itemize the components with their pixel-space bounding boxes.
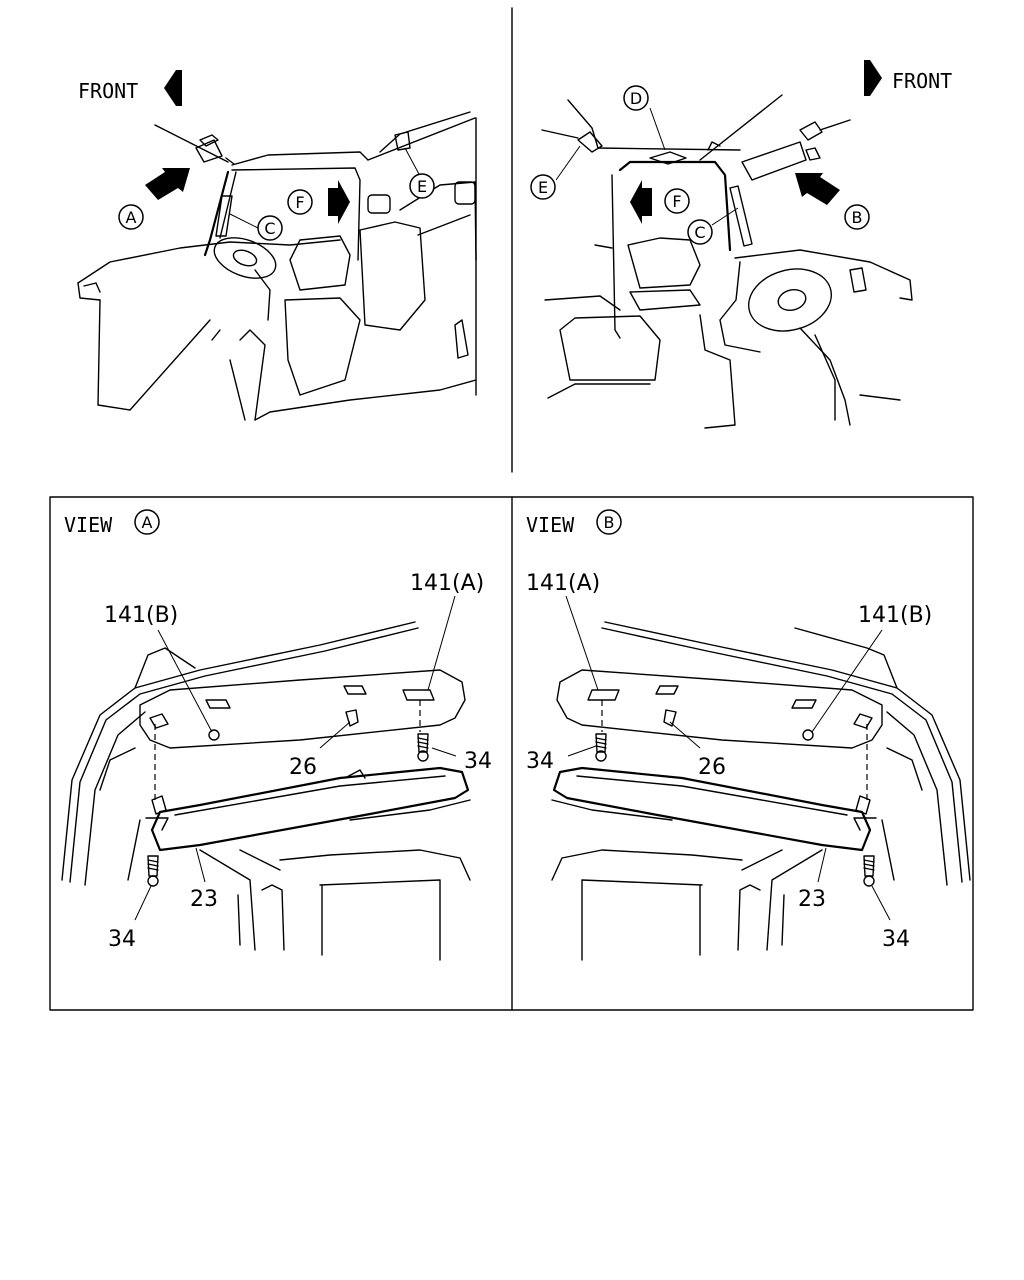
svg-text:E: E — [538, 178, 548, 197]
callout-f-right: F — [664, 188, 690, 214]
callout-a: A — [118, 204, 144, 230]
clip-icon — [791, 699, 817, 709]
screw-icon — [147, 855, 159, 887]
view-a-label-34-left: 34 — [108, 927, 136, 952]
view-b-label-141b: 141(B) — [858, 603, 932, 628]
view-a-label-23: 23 — [190, 887, 218, 912]
svg-text:VIEW: VIEW — [526, 513, 575, 537]
view-b-label-23: 23 — [798, 887, 826, 912]
screw-icon — [595, 733, 607, 762]
svg-text:C: C — [694, 223, 705, 242]
view-b-label-34-right: 34 — [882, 927, 910, 952]
clip-icon — [655, 685, 679, 695]
view-arrow-icon — [795, 173, 840, 205]
callout-d: D — [623, 85, 649, 111]
svg-text:F: F — [672, 192, 681, 211]
view-a-label-141b: 141(B) — [104, 603, 178, 628]
callout-b: B — [844, 204, 870, 230]
callout-c-right: C — [687, 219, 713, 245]
front-arrow-right-icon — [864, 60, 882, 96]
svg-text:F: F — [295, 193, 304, 212]
callout-c-left: C — [257, 215, 283, 241]
svg-text:VIEW: VIEW — [64, 513, 113, 537]
view-b-label-141a: 141(A) — [526, 571, 600, 596]
view-a-title: VIEW A — [64, 509, 160, 537]
front-label-right: FRONT — [892, 69, 952, 93]
svg-text:C: C — [264, 219, 275, 238]
front-arrow-left-icon — [164, 70, 182, 106]
top-left-cab-illustration — [77, 111, 477, 421]
view-a-label-26: 26 — [289, 755, 317, 780]
view-arrow-icon — [145, 168, 190, 200]
svg-text:D: D — [630, 89, 642, 108]
clip-icon — [402, 689, 435, 701]
svg-text:A: A — [126, 208, 137, 227]
view-b-label-26: 26 — [698, 755, 726, 780]
view-a-illustration — [61, 595, 471, 961]
view-a-label-34-right: 34 — [464, 749, 492, 774]
screw-icon — [863, 855, 875, 887]
callout-f-left: F — [287, 189, 313, 215]
clip-icon — [587, 689, 620, 701]
view-b-illustration — [551, 595, 971, 961]
direction-arrow-left-icon — [630, 180, 652, 224]
svg-text:E: E — [417, 177, 427, 196]
callout-e-right: E — [530, 174, 556, 200]
top-right-cab-illustration — [541, 94, 913, 429]
clip-icon — [205, 699, 231, 709]
view-a-label-141a: 141(A) — [410, 571, 484, 596]
svg-text:B: B — [852, 208, 863, 227]
screw-icon — [417, 733, 429, 762]
view-b-title: VIEW B — [526, 509, 622, 537]
svg-text:B: B — [604, 513, 615, 532]
front-label-left: FRONT — [78, 79, 138, 103]
clip-icon — [343, 685, 367, 695]
view-b-label-34-left: 34 — [526, 749, 554, 774]
callout-e-left: E — [409, 173, 435, 199]
direction-arrow-right-icon — [328, 180, 350, 224]
svg-text:A: A — [142, 513, 153, 532]
